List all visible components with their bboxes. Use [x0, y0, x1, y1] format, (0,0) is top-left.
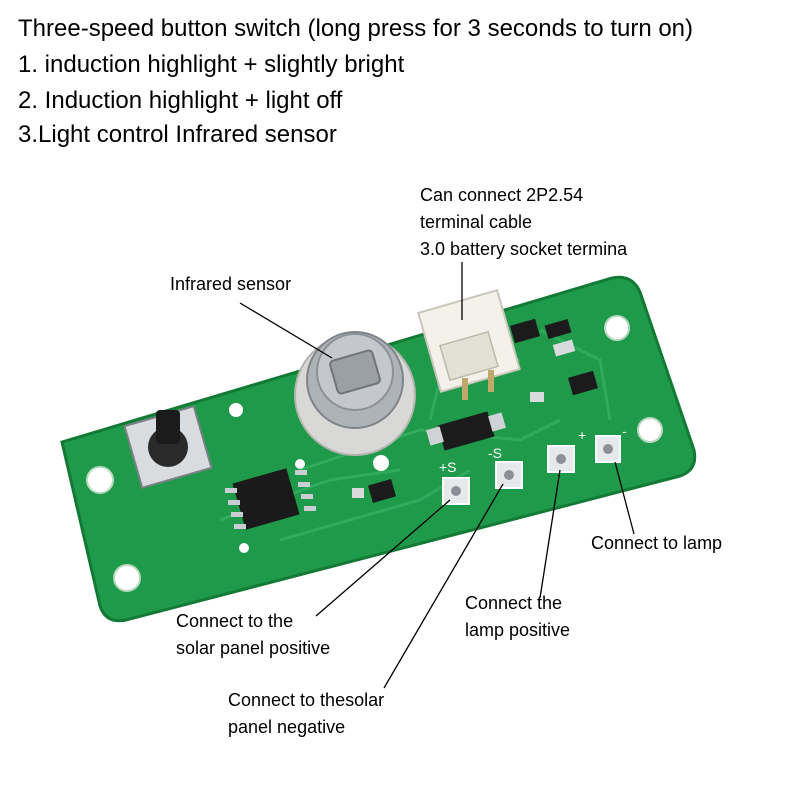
- leader-lamp: [614, 461, 635, 535]
- mounting-hole: [113, 564, 141, 592]
- callout-solar-positive-line-2: solar panel positive: [176, 638, 331, 658]
- via-hole: [295, 459, 305, 469]
- battery-connector: [417, 289, 521, 400]
- resistor: [352, 318, 576, 498]
- via-hole: [373, 455, 389, 471]
- via-hole: [239, 543, 249, 553]
- callout-connector-line-3: 3.0 battery socket termina: [420, 239, 628, 259]
- transistor: [367, 318, 598, 503]
- mounting-hole: [604, 315, 630, 341]
- mounting-hole: [86, 466, 114, 494]
- pad-label-minus-s: -S: [488, 445, 502, 461]
- callout-lamp-positive-line-2: lamp positive: [465, 620, 571, 640]
- leader-lamp-positive: [539, 469, 561, 599]
- callout-lamp-positive: Connect the lamp positive: [465, 590, 570, 644]
- via-hole: [229, 403, 243, 417]
- callout-solar-negative-line-2: panel negative: [228, 717, 346, 737]
- pad-label-plus: +: [578, 427, 586, 443]
- callout-solar-negative: Connect to thesolar panel negative: [228, 687, 384, 741]
- mode-1: 1. induction highlight + slightly bright: [18, 51, 405, 78]
- leader-lines: [239, 262, 635, 689]
- heading-title: Three-speed button switch (long press fo…: [18, 15, 694, 42]
- callout-connector-line-2: terminal cable: [420, 212, 533, 232]
- mounting-hole: [637, 417, 663, 443]
- callout-connector: Can connect 2P2.54 terminal cable 3.0 ba…: [420, 182, 627, 263]
- callout-connector-line-1: Can connect 2P2.54: [420, 185, 584, 205]
- leader-solar-negative: [383, 483, 504, 689]
- callout-lamp-positive-line-1: Connect the: [465, 593, 563, 613]
- pad-holes: [451, 444, 613, 496]
- callout-lamp: Connect to lamp: [591, 533, 723, 553]
- pad-label-minus: -: [622, 423, 627, 439]
- callout-solar-positive-line-1: Connect to the: [176, 611, 294, 631]
- callout-infrared-sensor: Infrared sensor: [170, 274, 292, 294]
- pad-label-plus-s: +S: [439, 459, 457, 475]
- leader-solar-positive: [315, 499, 451, 617]
- infrared-sensor: [294, 331, 416, 456]
- callout-solar-negative-line-1: Connect to thesolar: [228, 690, 385, 710]
- callout-solar-positive: Connect to the solar panel positive: [176, 608, 330, 662]
- push-button: [123, 405, 213, 489]
- mode-2: 2. Induction highlight + light off: [18, 87, 343, 114]
- diode: [426, 411, 506, 451]
- ic-chip: [225, 468, 316, 530]
- mode-3: 3.Light control Infrared sensor: [18, 121, 337, 148]
- leader-infrared-sensor: [239, 302, 333, 359]
